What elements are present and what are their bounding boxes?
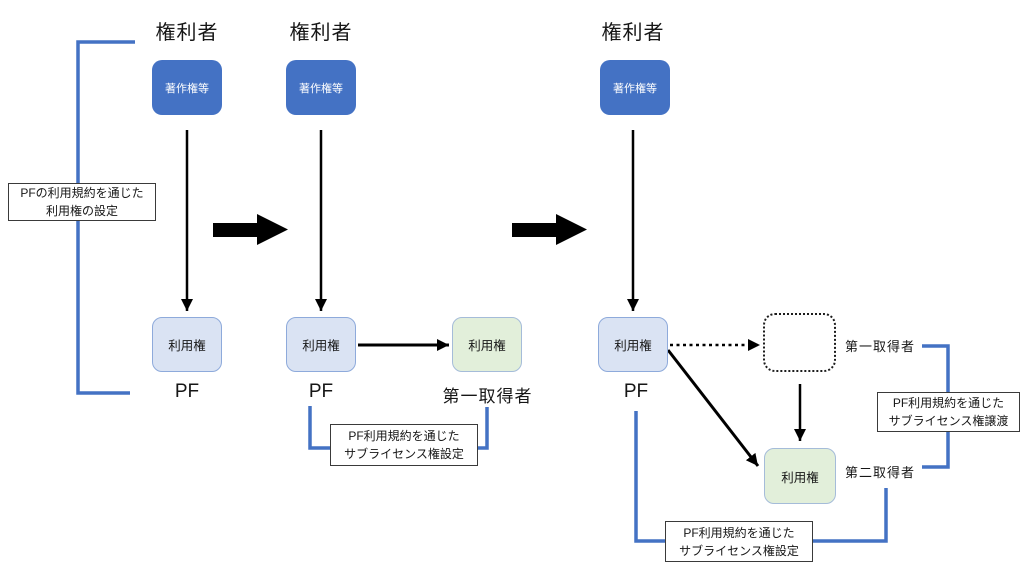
stage3-first-acquirer-label: 第一取得者 — [845, 339, 916, 354]
stage3-diagonal-arrow — [666, 349, 760, 467]
stage3-pf-label: PF — [623, 381, 649, 402]
stage3-rights-holder-label: 権利者 — [601, 22, 665, 44]
stage3-second-acquirer-label: 第二取得者 — [845, 465, 916, 480]
stage2-first-acquirer-label: 第一取得者 — [442, 387, 533, 406]
stage2-pf-label: PF — [308, 381, 334, 402]
stage1-usage-right-box: 利用権 — [152, 317, 222, 372]
stage3-transfer-note-box: PF利用規約を通じた サブライセンス権譲渡 — [877, 392, 1020, 432]
stage2-rights-holder-label: 権利者 — [289, 22, 353, 44]
stage1-copyright-box: 著作権等 — [152, 60, 222, 115]
stage2-note-line1: PF利用規約を通じた — [348, 429, 460, 443]
stage1-rights-holder-label: 権利者 — [155, 22, 219, 44]
stage1-note-box: PFの利用規約を通じた 利用権の設定 — [8, 183, 156, 221]
transition-arrow-1 — [213, 214, 288, 245]
stage3-setting-note-box: PF利用規約を通じた サブライセンス権設定 — [665, 521, 813, 562]
stage3-copyright-box: 著作権等 — [600, 60, 670, 115]
stage3-setting-note-line2: サブライセンス権設定 — [679, 543, 799, 558]
stage3-sublicense-box: 利用権 — [764, 448, 836, 504]
stage3-usage-right-box: 利用権 — [598, 317, 668, 372]
stage3-vacated-right-box — [763, 313, 836, 372]
stage2-note-box: PF利用規約を通じた サブライセンス権設定 — [330, 424, 478, 466]
stage1-note-line2: 利用権の設定 — [45, 204, 118, 218]
transition-arrow-2 — [512, 214, 587, 245]
stage3-transfer-note-line2: サブライセンス権譲渡 — [888, 414, 1009, 428]
stage3-setting-note-line1: PF利用規約を通じた — [683, 525, 795, 540]
stage2-usage-right-box: 利用権 — [286, 317, 356, 372]
stage3-transfer-note-line1: PF利用規約を通じた — [892, 396, 1005, 410]
stage1-note-line1: PFの利用規約を通じた — [20, 186, 144, 200]
stage1-pf-label: PF — [174, 381, 200, 402]
stage2-sublicense-box: 利用権 — [452, 317, 522, 372]
stage2-copyright-box: 著作権等 — [286, 60, 356, 115]
stage2-note-line2: サブライセンス権設定 — [344, 447, 464, 461]
